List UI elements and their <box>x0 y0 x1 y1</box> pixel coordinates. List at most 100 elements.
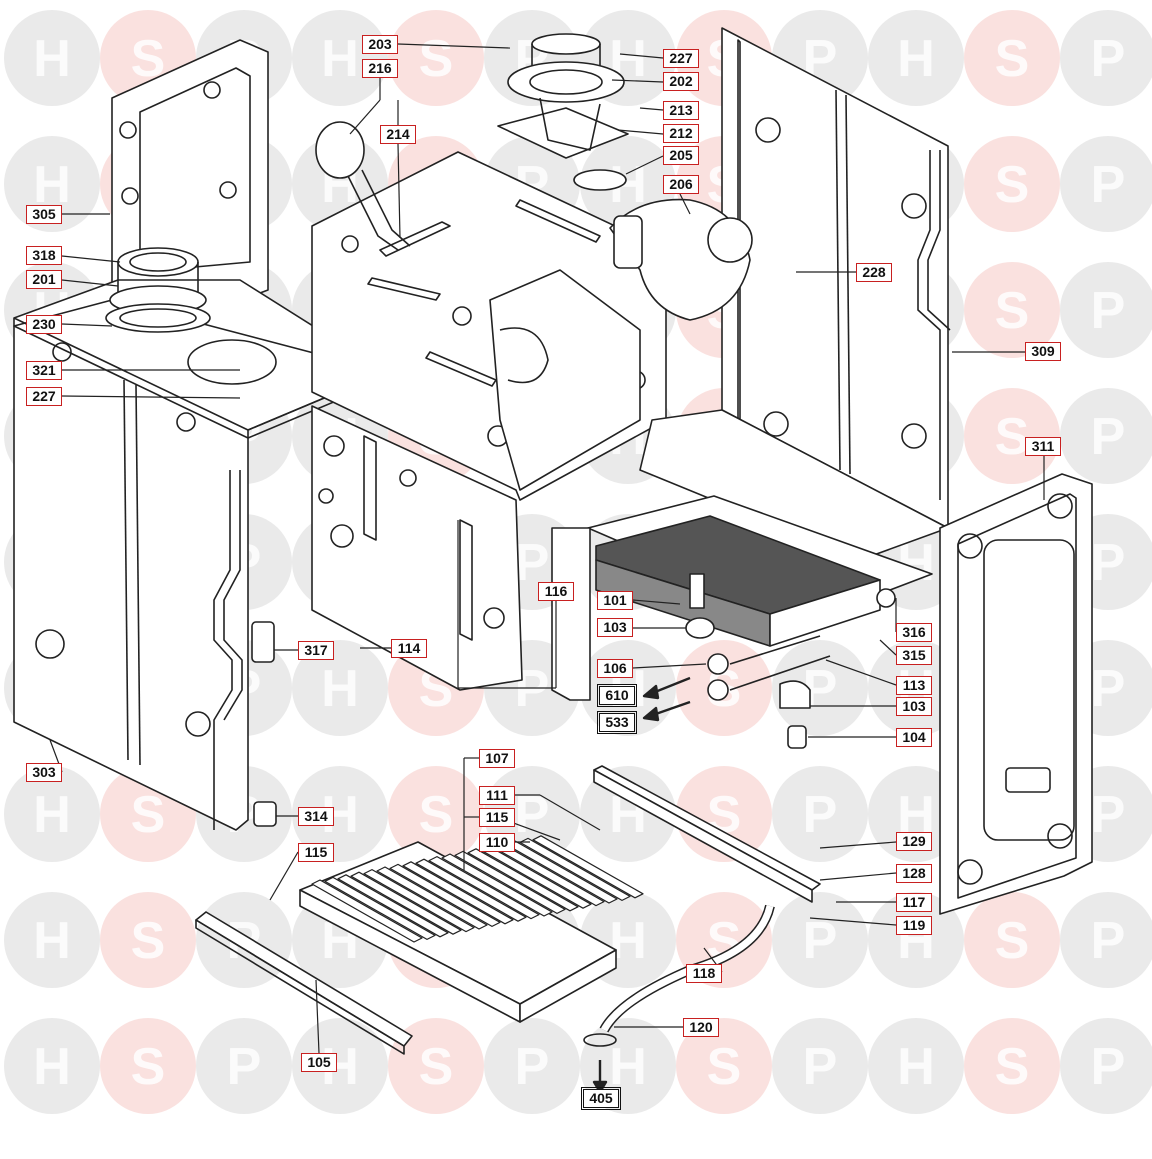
callout-610[interactable]: 610 <box>597 684 637 707</box>
watermark-disc <box>292 766 388 862</box>
callout-212[interactable]: 212 <box>663 124 699 143</box>
callout-101[interactable]: 101 <box>597 591 633 610</box>
flue-adaptor <box>105 247 277 385</box>
leader-line <box>619 53 664 59</box>
watermark-letter: S <box>995 912 1030 970</box>
fan-assembly <box>609 198 753 321</box>
watermark-disc <box>772 640 868 736</box>
callout-405[interactable]: 405 <box>581 1087 621 1110</box>
callout-201[interactable]: 201 <box>26 270 62 289</box>
burner-rib <box>415 858 527 922</box>
callout-203[interactable]: 203 <box>362 35 398 54</box>
callout-214[interactable]: 214 <box>380 125 416 144</box>
watermark-disc <box>388 766 484 862</box>
leader-lines <box>49 43 1045 1054</box>
callout-103-b[interactable]: 103 <box>896 697 932 716</box>
callout-103-a[interactable]: 103 <box>597 618 633 637</box>
watermark-disc <box>100 892 196 988</box>
leader-line <box>397 43 511 49</box>
callout-321[interactable]: 321 <box>26 361 62 380</box>
watermark-disc <box>868 892 964 988</box>
leader-line <box>819 872 897 881</box>
callout-227-top[interactable]: 227 <box>663 49 699 68</box>
leader-line <box>809 917 897 926</box>
callout-533[interactable]: 533 <box>597 711 637 734</box>
callout-110[interactable]: 110 <box>479 833 515 852</box>
watermark-letter: P <box>1091 282 1126 340</box>
leader-line <box>61 279 119 287</box>
watermark-disc <box>292 640 388 736</box>
callout-104[interactable]: 104 <box>896 728 932 747</box>
leader-line <box>825 659 897 686</box>
watermark-disc <box>868 1018 964 1114</box>
watermark-disc <box>772 766 868 862</box>
watermark-disc <box>4 766 100 862</box>
callout-205[interactable]: 205 <box>663 146 699 165</box>
callout-316[interactable]: 316 <box>896 623 932 642</box>
watermark-letter: P <box>803 786 838 844</box>
callout-115-a[interactable]: 115 <box>479 808 515 827</box>
burner-rib <box>402 861 514 925</box>
watermark-letter: S <box>707 1038 742 1096</box>
callout-107[interactable]: 107 <box>479 749 515 768</box>
leader-line <box>349 99 381 135</box>
leader-line <box>617 129 664 135</box>
watermark-disc <box>100 1018 196 1114</box>
callout-120[interactable]: 120 <box>683 1018 719 1037</box>
watermark-disc <box>772 1018 868 1114</box>
callout-106[interactable]: 106 <box>597 659 633 678</box>
watermark-disc <box>964 10 1060 106</box>
callout-315[interactable]: 315 <box>896 646 932 665</box>
leader-line <box>632 663 707 669</box>
watermark-disc <box>964 388 1060 484</box>
callout-111[interactable]: 111 <box>479 786 515 805</box>
watermark-letter: S <box>131 1038 166 1096</box>
watermark-disc <box>1060 136 1152 232</box>
watermark-letter: S <box>995 282 1030 340</box>
burner-rib <box>337 874 449 938</box>
callout-216[interactable]: 216 <box>362 59 398 78</box>
leader-line <box>819 841 897 849</box>
watermark-letter: S <box>419 30 454 88</box>
burner-rib <box>389 863 501 928</box>
watermark-disc <box>484 1018 580 1114</box>
gas-manifold <box>583 765 821 1047</box>
callout-317[interactable]: 317 <box>298 641 334 660</box>
burner-rib <box>441 853 553 917</box>
callout-117[interactable]: 117 <box>896 893 932 912</box>
watermark-letter: H <box>897 1038 935 1096</box>
callout-314[interactable]: 314 <box>298 807 334 826</box>
watermark-letter: S <box>995 156 1030 214</box>
callout-129[interactable]: 129 <box>896 832 932 851</box>
callout-318[interactable]: 318 <box>26 246 62 265</box>
watermark-letter: P <box>515 1038 550 1096</box>
callout-303[interactable]: 303 <box>26 763 62 782</box>
callout-116[interactable]: 116 <box>538 582 574 601</box>
callout-115-b[interactable]: 115 <box>298 843 334 862</box>
callout-228[interactable]: 228 <box>856 263 892 282</box>
burner-rib <box>324 876 436 941</box>
callout-230[interactable]: 230 <box>26 315 62 334</box>
callout-202[interactable]: 202 <box>663 72 699 91</box>
watermark-disc <box>388 1018 484 1114</box>
left-casing <box>13 279 387 831</box>
watermark-disc <box>4 10 100 106</box>
callout-311[interactable]: 311 <box>1025 437 1061 456</box>
watermark-disc <box>1060 1018 1152 1114</box>
callout-118[interactable]: 118 <box>686 964 722 983</box>
watermark-letter: S <box>419 786 454 844</box>
clips <box>251 588 896 827</box>
callout-114[interactable]: 114 <box>391 639 427 658</box>
callout-113[interactable]: 113 <box>896 676 932 695</box>
callout-128[interactable]: 128 <box>896 864 932 883</box>
watermark-disc <box>1060 10 1152 106</box>
callout-305[interactable]: 305 <box>26 205 62 224</box>
watermark-letter: H <box>33 30 71 88</box>
callout-227-left[interactable]: 227 <box>26 387 62 406</box>
callout-119[interactable]: 119 <box>896 916 932 935</box>
callout-213[interactable]: 213 <box>663 101 699 120</box>
callout-206[interactable]: 206 <box>663 175 699 194</box>
callout-105[interactable]: 105 <box>301 1053 337 1072</box>
callout-309[interactable]: 309 <box>1025 342 1061 361</box>
